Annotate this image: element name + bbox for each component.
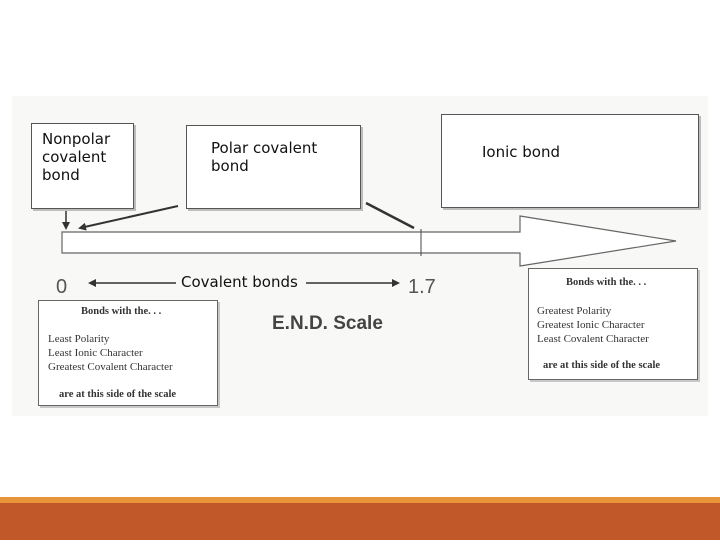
low-end-properties-box: Bonds with the. . . Least Polarity Least… xyxy=(38,300,218,406)
info-left-line: Least Polarity xyxy=(48,333,110,345)
info-right-line: Least Covalent Character xyxy=(537,333,649,345)
polar-label-line-1: Polar covalent xyxy=(211,139,318,157)
info-right-line: Greatest Ionic Character xyxy=(537,319,645,331)
nonpolar-covalent-bond-box: Nonpolar covalent bond xyxy=(31,123,134,209)
high-end-properties-box: Bonds with the. . . Greatest Polarity Gr… xyxy=(528,268,698,380)
nonpolar-label-line-2: covalent xyxy=(42,148,107,166)
info-left-list: Least Polarity Least Ionic Character Gre… xyxy=(48,332,173,374)
polar-pointer-left-arrow xyxy=(78,205,179,231)
polar-label-line-2: bond xyxy=(211,157,249,175)
footer-accent-stripe xyxy=(0,497,720,503)
polar-pointer-right-line xyxy=(365,201,415,230)
nonpolar-label-line-1: Nonpolar xyxy=(42,130,111,148)
info-left-footer: are at this side of the scale xyxy=(59,389,177,400)
scale-value-1-7: 1.7 xyxy=(408,276,436,298)
scale-arrow xyxy=(61,215,677,267)
info-left-line: Least Ionic Character xyxy=(48,347,143,359)
end-scale-title: E.N.D. Scale xyxy=(272,313,383,334)
info-left-heading: Bonds with the. . . xyxy=(81,306,162,317)
ionic-bond-box: Ionic bond xyxy=(441,114,699,208)
scale-value-zero: 0 xyxy=(56,276,68,298)
info-left-line: Greatest Covalent Character xyxy=(48,361,173,373)
info-right-footer: are at this side of the scale xyxy=(543,360,661,371)
footer-accent-bar xyxy=(0,503,720,540)
info-right-line: Greatest Polarity xyxy=(537,305,612,317)
info-right-list: Greatest Polarity Greatest Ionic Charact… xyxy=(537,304,649,346)
polar-covalent-bond-box: Polar covalent bond xyxy=(186,125,361,209)
nonpolar-label-line-3: bond xyxy=(42,166,80,184)
covalent-bonds-label: Covalent bonds xyxy=(181,273,298,291)
info-right-heading: Bonds with the. . . xyxy=(566,277,647,288)
ionic-label: Ionic bond xyxy=(482,143,561,161)
